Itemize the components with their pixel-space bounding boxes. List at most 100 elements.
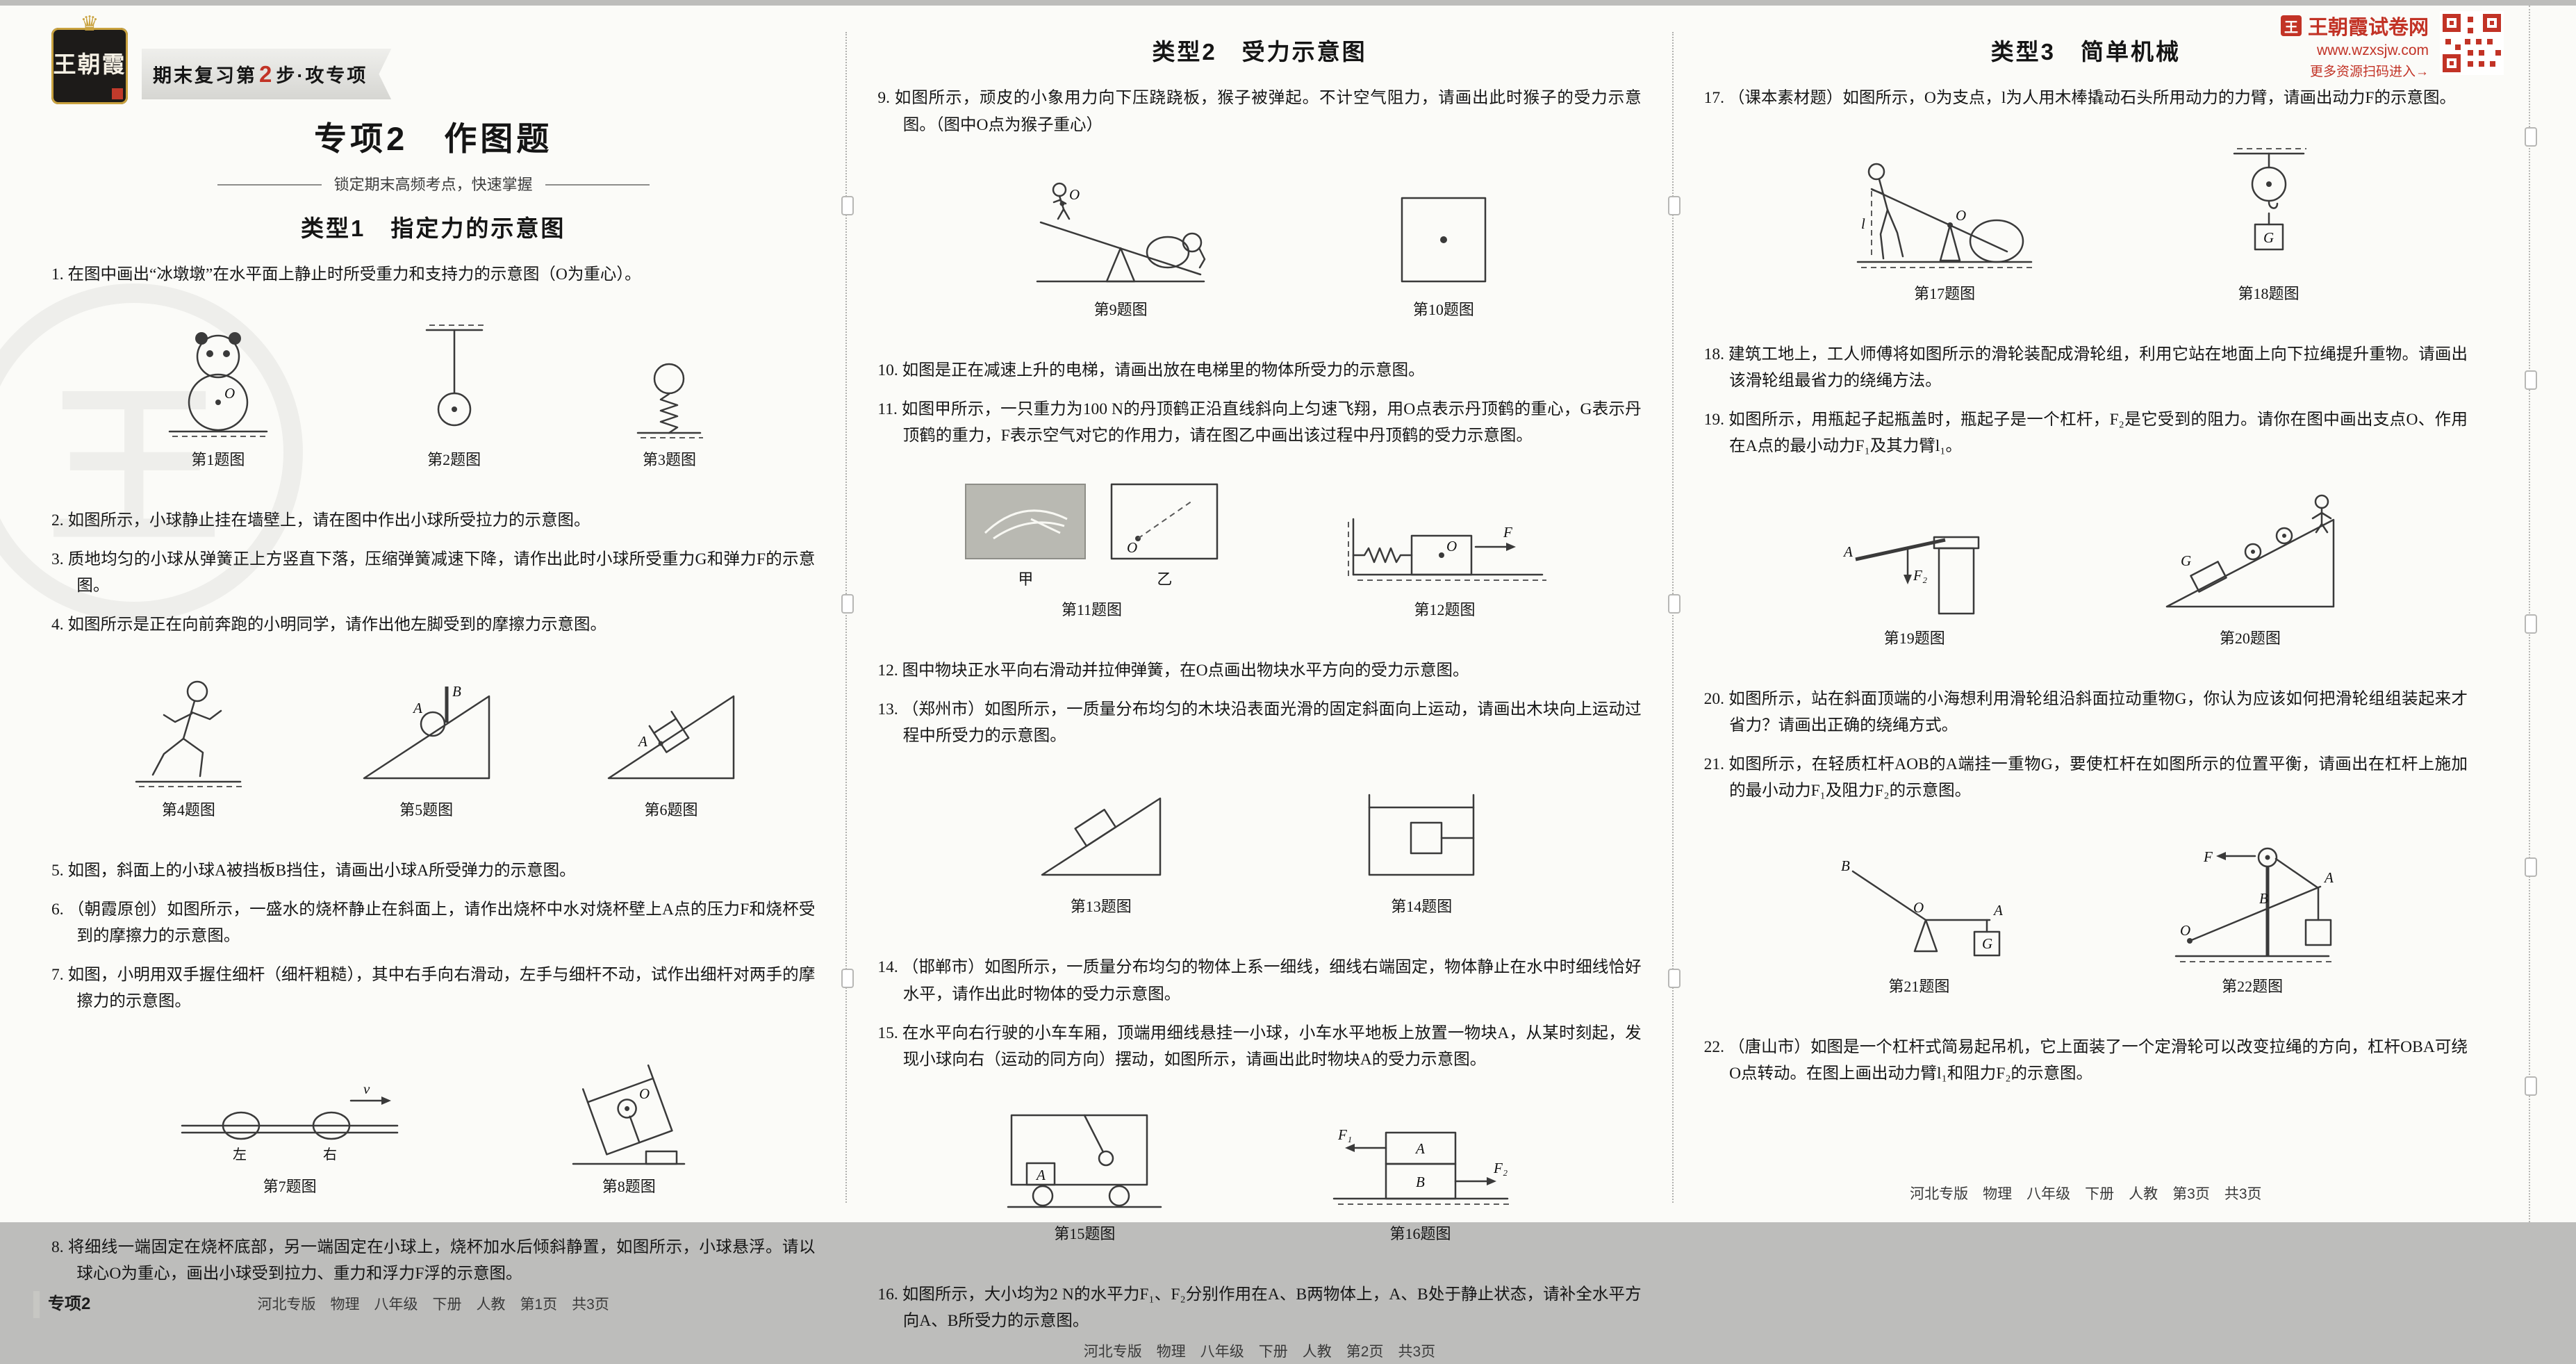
fold-mark — [841, 969, 854, 988]
incline-block-illustration — [1041, 798, 1162, 876]
question-14: 14. （邯郸市）如图所示，一质量分布均匀的物体上系一细线，细线右端固定，物体静… — [877, 958, 1642, 1003]
figure-caption: 第21题图 — [1888, 977, 1950, 995]
point-label: O — [1956, 207, 1966, 224]
ribbon-step-number: 2 — [259, 61, 274, 87]
subtitle-text: 锁定期末高频考点，快速掌握 — [333, 176, 533, 194]
figure-caption: 第15题图 — [1054, 1225, 1116, 1243]
lever-stone-illustration: O l — [1856, 163, 2036, 269]
cart-pendulum-illustration: A — [1007, 1114, 1162, 1208]
tilted-beaker-ball-illustration: O — [572, 1064, 686, 1165]
force-label: F — [2203, 848, 2213, 865]
figure-caption: 第8题图 — [602, 1177, 656, 1195]
section-title-type2: 类型2 受力示意图 — [1152, 39, 1367, 65]
box-with-dot-illustration — [1401, 197, 1487, 283]
figure-caption: 第6题图 — [644, 800, 698, 819]
point-label: A — [1842, 543, 1853, 560]
point-label: O — [224, 385, 235, 402]
page-3-footer: 河北专版 物理 八年级 下册 人教 第3页 共3页 — [1704, 1178, 2468, 1211]
question-12: 12. 图中物块正水平向右滑动并拉伸弹簧，在O点画出物块水平方向的受力示意图。 — [877, 661, 1469, 680]
figure-q11: 甲 O 乙 第11题图 — [963, 482, 1220, 622]
figure-q13: 第13题图 — [1028, 781, 1174, 919]
figure-row: 第13题图 第14题图 — [877, 765, 1641, 936]
submerged-block-illustration — [1368, 794, 1475, 876]
hands-on-rod-illustration: v 左 右 — [181, 1080, 399, 1162]
column-divider — [1667, 32, 1681, 1203]
figure-q2: 第2题图 — [413, 320, 496, 473]
stacked-blocks-forces-illustration: F₁ F₂ A B — [1332, 1126, 1512, 1206]
subfigure-group: 甲 O 乙 — [963, 482, 1220, 592]
figure-caption: 第14题图 — [1391, 898, 1453, 916]
fold-mark — [2525, 370, 2537, 391]
figure-row: O 第9题图 第10题图 — [877, 154, 1641, 339]
fold-mark — [2525, 1076, 2537, 1096]
figure-q1: O 第1题图 — [156, 320, 281, 473]
pulley-weight-illustration: G — [2233, 148, 2306, 251]
question-20: 20. 如图所示，站在斜面顶端的小海想利用滑轮组沿斜面拉动重物G，你认为应该如何… — [1703, 690, 2468, 735]
figure-q16: F₁ F₂ A B 第16题图 — [1320, 1112, 1521, 1247]
figure-row: 第4题图 A B 第5题图 — [51, 654, 815, 839]
point-label: O — [1127, 539, 1137, 556]
question-17: 17. （课本素材题）如图所示，O为支点，l为人用木棒撬动石头所用动力的力臂，请… — [1703, 89, 2456, 108]
velocity-label: v — [363, 1080, 370, 1097]
point-label: O — [2180, 922, 2190, 939]
spring-ball-illustration — [637, 363, 704, 438]
footer-badge: 专项2 — [33, 1291, 90, 1319]
point-label: O — [1069, 186, 1080, 203]
section-title-type1: 类型1 指定力的示意图 — [300, 215, 566, 241]
footer-info: 河北专版 物理 八年级 下册 人教 第3页 共3页 — [1910, 1185, 2262, 1202]
incline-ball-board-illustration: A B — [363, 683, 490, 779]
stamp-seal-icon — [112, 88, 123, 99]
question-19: 19. 如图所示，用瓶起子起瓶盖时，瓶起子是一个杠杆，F₂是它受到的阻力。请你在… — [1703, 411, 2468, 456]
force-label: F — [1503, 524, 1512, 541]
figure-caption: 第18题图 — [2238, 285, 2300, 303]
question-15: 15. 在水平向右行驶的小车车厢，顶端用细线悬挂一小球，小车水平地板上放置一物块… — [877, 1024, 1642, 1069]
figure-row: B O A G 第21题图 F — [1704, 820, 2468, 1015]
footer-info: 河北专版 物理 八年级 下册 人教 第2页 共3页 — [1083, 1344, 1436, 1361]
fold-mark — [841, 195, 854, 215]
point-label: O — [639, 1085, 650, 1102]
page-subtitle: 锁定期末高频考点，快速掌握 — [51, 172, 815, 197]
site-url: www.wzxsjw.com — [2316, 42, 2429, 58]
figure-caption: 第10题图 — [1412, 301, 1474, 319]
figure-caption: 第20题图 — [2219, 629, 2281, 647]
point-label: B — [1841, 857, 1850, 874]
brand-logo-text: 王朝霞 — [53, 53, 126, 79]
site-name: 王 王朝霞试卷网 — [2280, 11, 2429, 40]
question-7: 7. 如图，小明用双手握住细杆（细杆粗糙），其中右手向右滑动，左手与细杆不动，试… — [51, 965, 816, 1011]
figure-caption: 第4题图 — [161, 800, 215, 819]
site-name-text: 王朝霞试卷网 — [2307, 17, 2429, 39]
bent-lever-illustration: B O A G — [1841, 857, 2003, 957]
figure-caption: 第22题图 — [2222, 977, 2284, 995]
figure-q3: 第3题图 — [627, 320, 711, 473]
force-label: F₂ — [1913, 567, 1927, 584]
figure-q7: v 左 右 第7题图 — [165, 1078, 415, 1199]
force-label: F₂ — [1493, 1160, 1508, 1176]
question-16: 16. 如图所示，大小均为2 N的水平力F₁、F₂分别作用在A、B两物体上，A、… — [877, 1285, 1642, 1331]
question-22: 22. （唐山市）如图是一个杠杆式简易起吊机，它上面装了一个定滑轮可以改变拉绳的… — [1703, 1037, 2468, 1083]
question-8: 8. 将细线一端固定在烧杯底部，另一端固定在小球上，烧杯加水后倾斜静置，如图所示… — [51, 1238, 816, 1283]
figure-q4: 第4题图 — [122, 671, 254, 823]
point-label: O — [1446, 538, 1457, 554]
question-4: 4. 如图所示是正在向前奔跑的小明同学，请作出他左脚受到的摩擦力示意图。 — [51, 616, 606, 634]
figure-q6: A 第6题图 — [598, 681, 744, 823]
figure-q8: O 第8题图 — [556, 1047, 702, 1199]
column-divider — [841, 32, 854, 1203]
question-5: 5. 如图，斜面上的小球A被挡板B挡住，请画出小球A所受弹力的示意图。 — [51, 861, 576, 880]
figure-caption: 第16题图 — [1389, 1225, 1451, 1243]
incline-pulley-illustration: G — [2165, 494, 2335, 608]
brand-logo: ♛ 王朝霞 — [51, 14, 128, 104]
subfigure-yi: O 乙 — [1109, 482, 1220, 592]
question-3: 3. 质地均匀的小球从弹簧正上方竖直下落，压缩弹簧减速下降，请作出此时小球所受重… — [51, 550, 816, 595]
hanging-ball-illustration — [425, 324, 485, 427]
figure-q21: B O A G 第21题图 — [1828, 854, 2009, 999]
fold-mark — [2525, 614, 2537, 634]
point-label: A — [637, 733, 647, 750]
runner-illustration — [135, 680, 244, 787]
right-hand-label: 右 — [323, 1147, 337, 1162]
arm-label: l — [1861, 215, 1865, 232]
subfigure-jia: 甲 — [963, 482, 1088, 592]
page-2-footer: 河北专版 物理 八年级 下册 人教 第2页 共3页 — [877, 1340, 1641, 1364]
